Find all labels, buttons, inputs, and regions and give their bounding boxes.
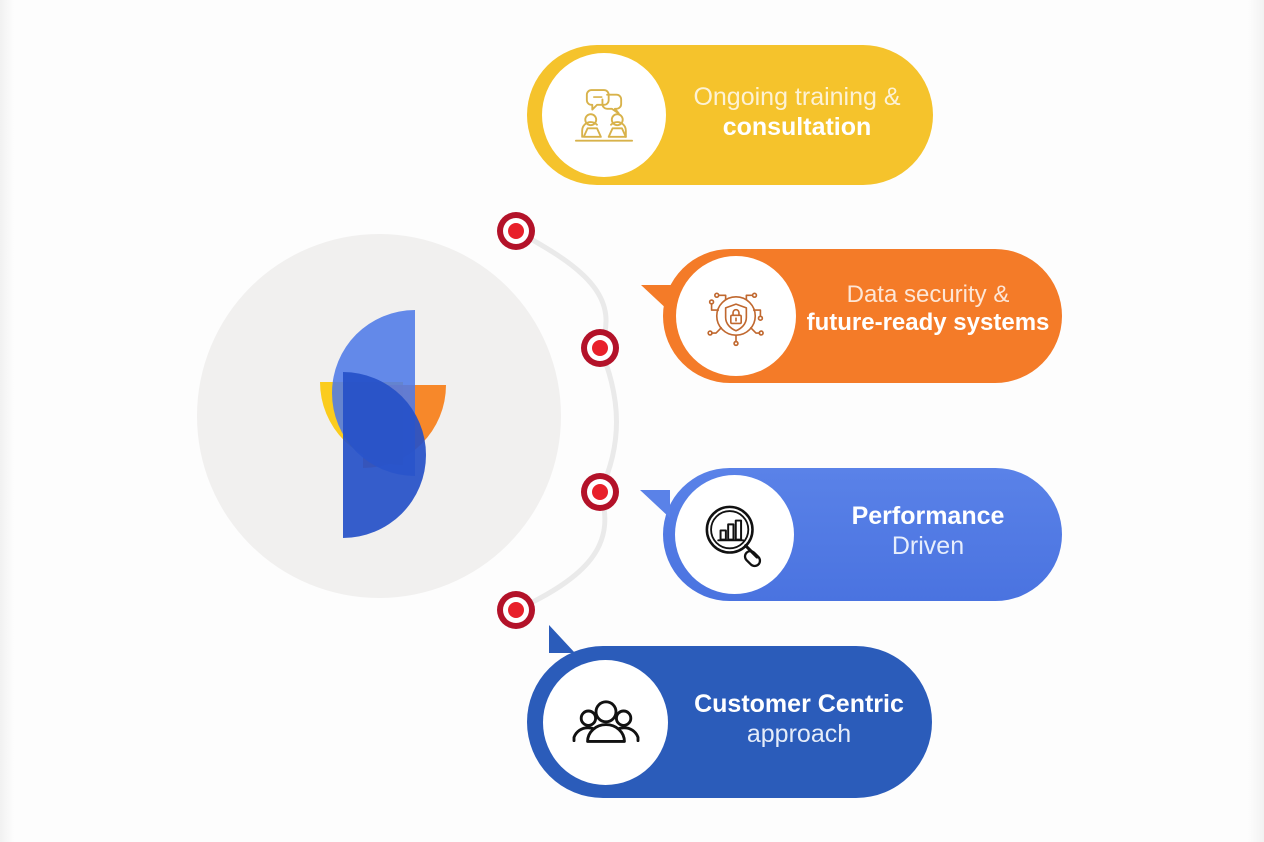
card-line-1: Customer Centric <box>694 690 904 718</box>
card-tail <box>549 625 575 653</box>
icon-bubble <box>542 53 666 177</box>
logo-petal-darkblue <box>343 372 426 538</box>
card-line-2: approach <box>746 719 852 748</box>
card-tail <box>641 285 671 313</box>
card-text: Performance Driven <box>803 502 1053 561</box>
icon-bubble <box>675 475 794 594</box>
connector-node-4[interactable] <box>497 591 535 629</box>
card-line-1: Performance <box>851 502 1005 530</box>
magnifier-bar-chart-icon <box>705 505 761 567</box>
connector-node-1[interactable] <box>497 212 535 250</box>
card-tail <box>640 490 670 518</box>
node-ring <box>587 479 613 505</box>
card-line-1: Data security & <box>846 281 1010 308</box>
people-training-chat-icon <box>574 89 634 142</box>
card-line-1: Ongoing training & <box>693 83 901 111</box>
node-core <box>592 340 608 356</box>
shield-lock-circuit-icon <box>707 292 764 347</box>
card-text: Ongoing training & consultation <box>677 83 917 142</box>
node-core <box>508 223 524 239</box>
card-data-security[interactable]: Data security & future-ready systems <box>641 249 1062 383</box>
brand-logo <box>263 300 503 540</box>
connector-node-3[interactable] <box>581 473 619 511</box>
card-line-2: consultation <box>722 112 872 141</box>
icon-bubble <box>543 660 668 785</box>
connector-node-2[interactable] <box>581 329 619 367</box>
node-core <box>592 484 608 500</box>
node-ring <box>503 597 529 623</box>
node-ring <box>503 218 529 244</box>
card-performance-driven[interactable]: Performance Driven <box>640 468 1062 601</box>
card-line-2: future-ready systems <box>806 309 1050 337</box>
node-ring <box>587 335 613 361</box>
card-text: Data security & future-ready systems <box>803 281 1053 338</box>
people-group-icon <box>572 699 639 743</box>
card-ongoing-training[interactable]: Ongoing training & consultation <box>527 45 933 185</box>
node-core <box>508 602 524 618</box>
card-text: Customer Centric approach <box>679 690 919 749</box>
card-line-2: Driven <box>891 531 965 560</box>
card-customer-centric[interactable]: Customer Centric approach <box>527 625 932 798</box>
icon-bubble <box>676 256 796 376</box>
